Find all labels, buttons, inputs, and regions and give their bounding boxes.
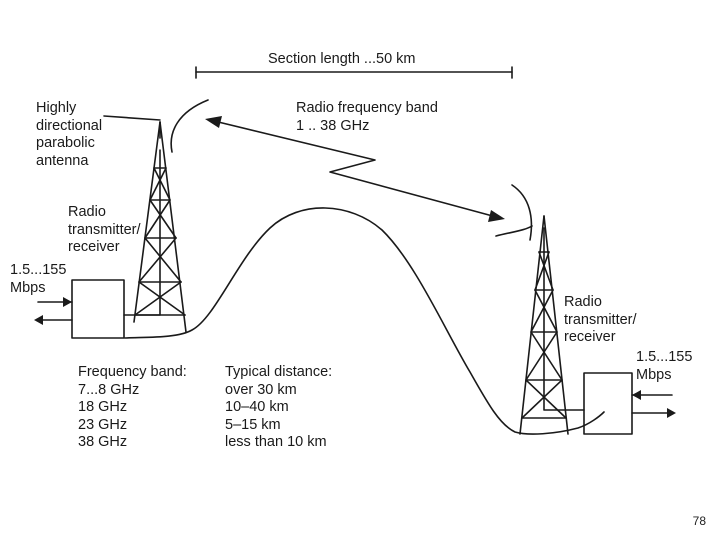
- right-rate-label: 1.5...155 Mbps: [636, 349, 693, 383]
- right-arrowhead-out: [667, 408, 676, 418]
- right-arrowhead-in: [632, 390, 641, 400]
- section-length-bracket: [195, 66, 513, 79]
- radio-link-arrowhead-right: [488, 210, 505, 222]
- radio-band-value: 1 .. 38 GHz: [296, 117, 370, 134]
- radio-link-arrow: [209, 119, 501, 219]
- frequency-band-header: Frequency band:: [78, 364, 187, 380]
- left-tower: [123, 121, 187, 333]
- typical-distance-header: Typical distance:: [225, 364, 333, 380]
- right-radio-label: Radio transmitter/ receiver: [564, 294, 637, 345]
- typical-distance-list: Typical distance: over 30 km 10–40 km 5–…: [225, 364, 333, 450]
- left-arrowhead-out: [34, 315, 43, 325]
- terrain-hill: [124, 207, 605, 435]
- antenna-label: Highly directional parabolic antenna: [36, 100, 103, 169]
- left-arrowhead-in: [63, 297, 72, 307]
- frequency-band-list: Frequency band: 7...8 GHz 18 GHz 23 GHz …: [78, 364, 187, 450]
- radio-band-title: Radio frequency band: [296, 100, 438, 116]
- left-antenna: [103, 99, 209, 153]
- radio-link-arrowhead-left: [205, 116, 222, 128]
- right-antenna: [495, 184, 533, 241]
- right-radio-box: [583, 372, 633, 435]
- section-length-label: Section length ...50 km: [268, 51, 416, 67]
- right-tower: [519, 215, 585, 435]
- page-number: 78: [692, 514, 706, 528]
- radio-frequency-band-label: Radio frequency band 1 .. 38 GHz: [296, 100, 438, 135]
- left-rate-label: 1.5...155 Mbps: [10, 262, 67, 296]
- left-radio-box: [71, 279, 125, 339]
- left-radio-label: Radio transmitter/ receiver: [68, 204, 141, 255]
